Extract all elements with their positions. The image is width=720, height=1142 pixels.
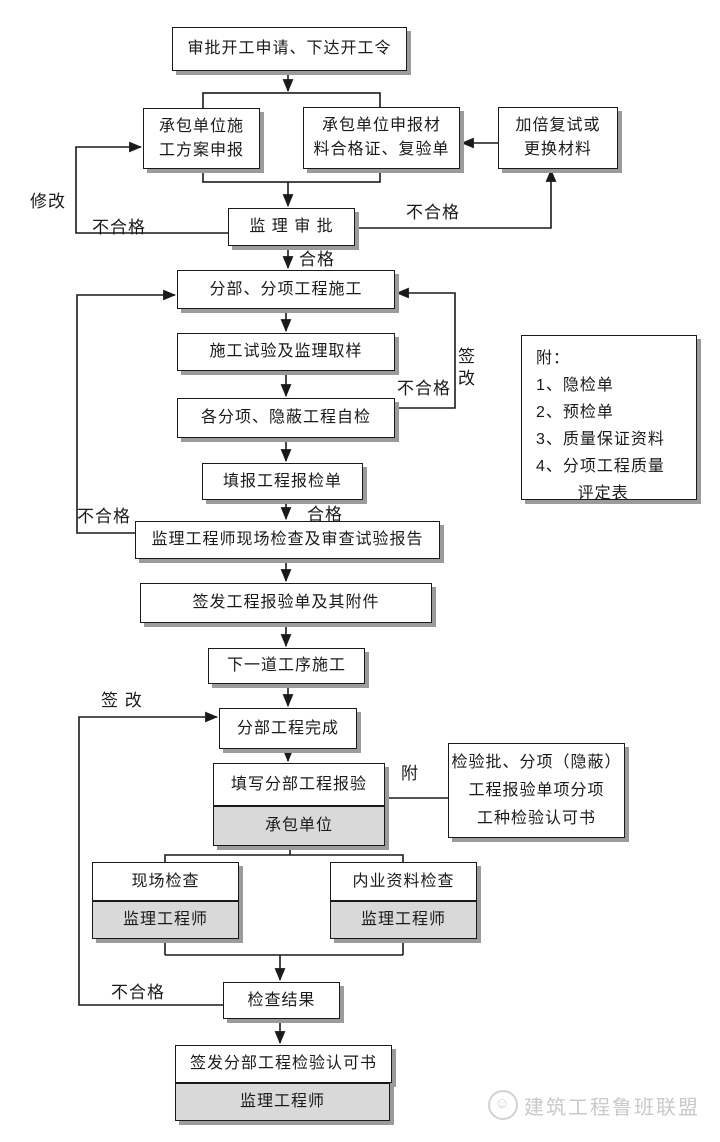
node-label: 下一道工序施工: [226, 657, 346, 674]
label-fail-to-retest: 不合格: [406, 203, 460, 222]
label-fail-self-inspection: 不合格: [397, 379, 451, 398]
node-division-complete: 分部工程完成: [219, 708, 357, 749]
node-fill-division-report-owner: 承包单位: [213, 806, 385, 846]
node-contractor-plan: 承包单位施 工方案申报: [143, 108, 260, 169]
attachment-line: 1、隐检单: [536, 377, 614, 394]
attachment-line: 4、分项工程质量: [536, 458, 665, 475]
label-pass-approval: 合格: [299, 250, 335, 269]
node-label: 更换材料: [523, 141, 592, 158]
node-label: 监理工程师现场检查及审查试验报告: [151, 531, 424, 548]
node-label: 承包单位申报材: [321, 117, 441, 134]
node-label: 料合格证、复验单: [313, 141, 450, 158]
node-supervisor-approval: 监 理 审 批: [228, 208, 355, 246]
node-issue-certificate: 签发分部工程检验认可书: [175, 1045, 392, 1083]
node-check-result: 检查结果: [223, 982, 340, 1019]
label-pass-form: 合格: [307, 505, 343, 524]
node-label: 监理工程师: [122, 911, 208, 928]
node-fill-division-report: 填写分部工程报验: [213, 763, 385, 806]
edge-sitereport-fail-loop: [76, 289, 177, 534]
node-label: 分部、分项工程施工: [209, 280, 363, 298]
node-label: 工程报验单项分项: [468, 781, 605, 799]
node-contractor-materials: 承包单位申报材 料合格证、复验单: [303, 107, 460, 169]
label-attach: 附: [401, 764, 419, 783]
node-label: 检验批、分项（隐蔽）: [451, 753, 622, 771]
edge-checkresult-fail-loop: [78, 711, 223, 1006]
watermark: ☺ 建筑工程鲁班联盟: [488, 1090, 700, 1120]
label-fail-check-result: 不合格: [111, 983, 165, 1002]
node-label: 各分项、隐蔽工程自检: [200, 409, 371, 426]
node-self-inspection: 各分项、隐蔽工程自检: [177, 398, 395, 438]
label-fail-to-plan: 不合格: [92, 218, 146, 237]
attachment-line: 2、预检单: [536, 404, 614, 421]
node-attachment-note: 检验批、分项（隐蔽） 工程报验单项分项 工种检验认可书: [448, 743, 625, 838]
edge-split-to-checks: [164, 845, 404, 862]
node-label: 签发分部工程检验认可书: [189, 1055, 377, 1072]
label-char: 改: [458, 369, 476, 388]
node-retest: 加倍复试或 更换材料: [498, 107, 618, 169]
node-label: 施工试验及监理取样: [209, 343, 363, 360]
node-label: 填报工程报检单: [222, 472, 342, 490]
attachment-line: 3、质量保证资料: [536, 431, 665, 448]
node-label: 承包单位施: [158, 117, 244, 135]
watermark-text: 建筑工程鲁班联盟: [524, 1096, 700, 1119]
edge-approval-fail-right-loop: [355, 168, 557, 229]
node-next-process: 下一道工序施工: [208, 648, 365, 684]
node-issue-inspection-form: 签发工程报验单及其附件: [140, 583, 432, 623]
node-label: 签发工程报验单及其附件: [192, 594, 380, 611]
node-doc-check-owner: 监理工程师: [330, 901, 477, 939]
edge-selfinspection-fail-loop: [395, 287, 456, 409]
node-site-check: 现场检查: [92, 862, 239, 901]
node-label: 检查结果: [247, 991, 316, 1009]
node-label: 承包单位: [264, 817, 333, 834]
node-issue-certificate-owner: 监理工程师: [175, 1083, 390, 1121]
node-label: 现场检查: [131, 872, 200, 890]
node-fill-inspection-form: 填报工程报检单: [202, 463, 363, 500]
node-label: 工种检验认可书: [476, 809, 596, 827]
node-label: 监理工程师: [360, 911, 446, 928]
node-test-sampling: 施工试验及监理取样: [177, 333, 395, 371]
edge-approval-fail-left-loop: [75, 141, 228, 234]
edge-checks-join: [164, 938, 404, 956]
node-label: 监理工程师: [239, 1093, 325, 1110]
attachment-line: 附：: [536, 350, 571, 367]
node-label: 加倍复试或: [515, 117, 601, 134]
node-label: 监 理 审 批: [249, 218, 334, 235]
node-label: 审批开工申请、下达开工令: [187, 40, 392, 57]
label-modify: 修改: [30, 192, 66, 211]
label-sign-modify-bottom: 签 改: [101, 691, 143, 710]
node-label: 分部工程完成: [236, 719, 339, 737]
node-label: 工方案申报: [158, 141, 244, 159]
node-site-check-report: 监理工程师现场检查及审查试验报告: [135, 521, 440, 559]
attachment-line: 评定表: [577, 485, 629, 502]
label-char: 签: [458, 347, 476, 366]
node-sub-construction: 分部、分项工程施工: [177, 270, 395, 309]
label-fail-site-report: 不合格: [77, 507, 131, 526]
luban-logo-icon: ☺: [488, 1090, 518, 1120]
node-site-check-owner: 监理工程师: [92, 901, 239, 939]
node-label: 填写分部工程报验: [230, 775, 367, 793]
label-sign-modify-vertical: 签改: [458, 346, 478, 390]
node-doc-check: 内业资料检查: [330, 862, 477, 901]
attachment-list-box: 附： 1、隐检单 2、预检单 3、质量保证资料 4、分项工程质量 评定表: [521, 335, 697, 502]
node-label: 内业资料检查: [352, 872, 455, 890]
node-approve-start: 审批开工申请、下达开工令: [172, 27, 407, 71]
